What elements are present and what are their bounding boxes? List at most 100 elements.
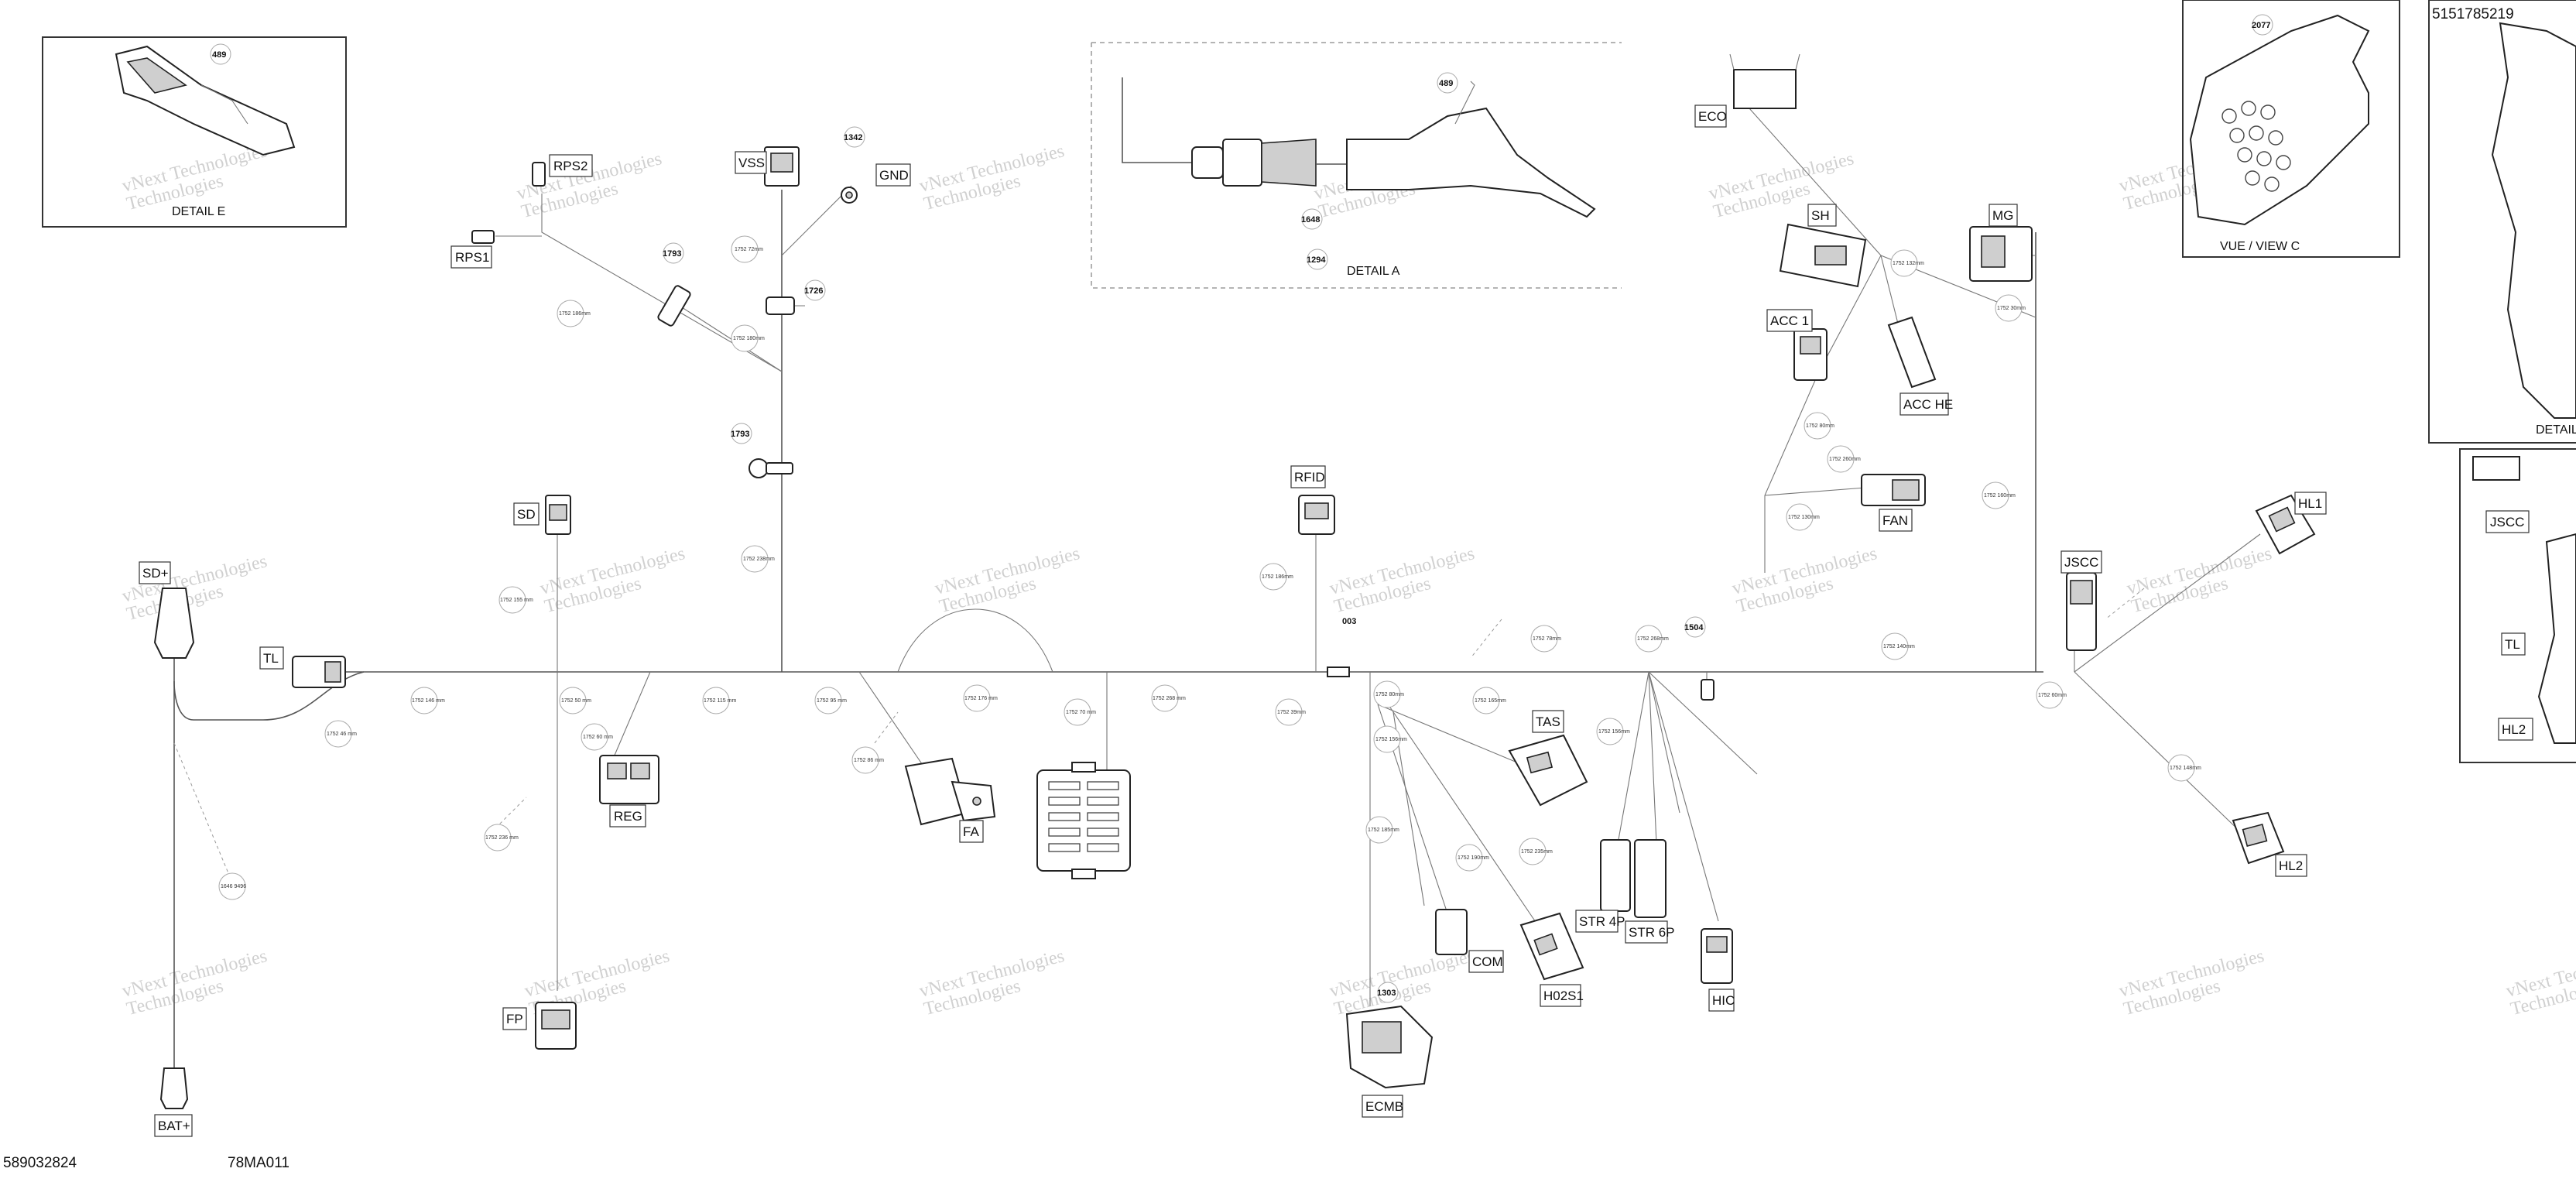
rps1-label: RPS1 (455, 250, 489, 265)
right-detail-shape (2491, 22, 2576, 419)
callout-489-e: 489 (212, 50, 226, 60)
watermark: vNext Technologies Technologies (1730, 543, 1879, 617)
hl2-branch-wire (2074, 671, 2245, 837)
acc1-label: ACC 1 (1770, 314, 1809, 328)
wire-spec: 1752 60 mm (581, 723, 613, 751)
detail-a-frame (1091, 42, 1622, 289)
connector-hic: HIC (1701, 928, 1735, 1012)
wire-spec-labels: 1752 186mm 1752 72mm 1752 180mm 1752 238… (218, 235, 2201, 900)
right-detail-panel: 5151785219 DETAIL JSCC TL HL2 (2428, 0, 2576, 763)
dimension-leaders (173, 588, 2145, 883)
svg-text:1752 72mm: 1752 72mm (735, 247, 763, 252)
svg-text:1752 39mm: 1752 39mm (1277, 710, 1306, 715)
watermark: vNext Technologies Technologies (2117, 946, 2266, 1019)
wire-spec: 1752 115 mm (702, 687, 736, 714)
hl2-right-label: HL2 (2502, 722, 2526, 737)
right-detail-jscc-shape (2472, 456, 2520, 481)
fa-branch-wire (858, 671, 930, 775)
sd-label: SD (517, 507, 536, 522)
svg-text:1752 86 mm: 1752 86 mm (854, 758, 884, 763)
svg-text:1752 160mm: 1752 160mm (1984, 493, 2016, 499)
ecm-arc-wire (897, 608, 1053, 673)
callout-2077: 2077 (2252, 21, 2270, 30)
wire-spec: 1752 235mm (1519, 838, 1553, 865)
sensor-1726: 1726 (766, 279, 826, 315)
jscc-label: JSCC (2064, 555, 2098, 570)
wire-spec: 1752 30mm (1995, 294, 2026, 322)
svg-text:1752 156mm: 1752 156mm (1598, 729, 1630, 735)
wire-spec: 1752 60mm (2036, 681, 2067, 709)
wire-spec: 1752 39mm (1275, 698, 1306, 726)
tas-label: TAS (1536, 714, 1560, 729)
connector-sd: SD (513, 495, 571, 535)
part-number-right: 5151785219 (2432, 6, 2514, 22)
svg-text:1752 190mm: 1752 190mm (1458, 855, 1489, 861)
svg-text:1752 235mm: 1752 235mm (1521, 849, 1553, 855)
watermark: vNext Technologies Technologies (538, 543, 687, 617)
wire-spec: 1752 80mm (1804, 412, 1834, 440)
gnd-label: GND (879, 168, 909, 183)
svg-text:1752 30mm: 1752 30mm (1997, 306, 2026, 311)
jscc-right-label: JSCC (2490, 515, 2524, 529)
wire-spec: 1752 236 mm (484, 824, 519, 851)
rfid-label: RFID (1294, 470, 1325, 485)
view-c-wire-bundle (2221, 101, 2291, 192)
connector-rps2: RPS2 (532, 154, 593, 187)
connector-str6p: STR 6P (1625, 839, 1675, 944)
connector-ecmb: 1303 ECMB (1345, 982, 1434, 1118)
wire-spec: 1646 9496 (218, 872, 246, 900)
reg-label: REG (614, 809, 642, 824)
connector-jscc: JSCC (2060, 550, 2102, 651)
svg-text:1752 130mm: 1752 130mm (1788, 515, 1820, 520)
wire-spec: 1752 155 mm (498, 586, 533, 614)
com-label: COM (1472, 954, 1503, 969)
str6p-label: STR 6P (1629, 925, 1675, 940)
wire-spec: 1752 130mm (1786, 503, 1820, 531)
wire-spec: 1752 78mm (1530, 625, 1561, 653)
watermark: vNext Technologies Technologies (120, 946, 269, 1019)
detail-e-panel: 489 DETAIL E (42, 36, 347, 228)
str4p-branch-wire (1617, 671, 1649, 845)
h02s1-label: H02S1 (1543, 989, 1584, 1003)
wire-spec: 1752 176 mm (963, 684, 998, 712)
mg-label: MG (1992, 208, 2013, 223)
watermark: vNext Technologies Technologies (120, 141, 269, 214)
svg-text:1752 268mm: 1752 268mm (1637, 636, 1669, 642)
svg-text:1752 165mm: 1752 165mm (1475, 698, 1506, 704)
svg-text:1752 148mm: 1752 148mm (2170, 766, 2201, 771)
svg-text:1752 80mm: 1752 80mm (1806, 423, 1834, 429)
bat-plus-label: BAT+ (158, 1119, 190, 1133)
view-c-panel: 2077 VUE / VIEW C (2182, 0, 2400, 258)
tl-right-label: TL (2505, 637, 2520, 652)
rps2-label: RPS2 (553, 159, 587, 173)
sd-plus-label: SD+ (142, 566, 169, 581)
wire-spec: 1752 86 mm (851, 746, 884, 774)
svg-text:1752 78mm: 1752 78mm (1533, 636, 1561, 642)
fan-branch-wire (1764, 487, 1866, 496)
detail-a-title: DETAIL A (1347, 265, 1400, 278)
svg-text:1752 140mm: 1752 140mm (1883, 644, 1915, 649)
wire-spec: 1752 185mm (1365, 816, 1399, 844)
wire-spec: 1752 180mm (731, 324, 765, 352)
watermark: vNext Technologies Technologies (2125, 543, 2273, 617)
detail-a-seal (1222, 139, 1262, 187)
wire-spec: 1752 95 mm (814, 687, 847, 714)
connector-hl2: HL2 (2232, 811, 2307, 877)
svg-text:1752 60mm: 1752 60mm (2038, 693, 2067, 698)
part-number-left: 589032824 (3, 1155, 77, 1171)
svg-text:1752 238mm: 1752 238mm (743, 557, 775, 562)
watermark: vNext Technologies Technologies (2504, 946, 2576, 1019)
svg-text:1752 46 mm: 1752 46 mm (327, 732, 357, 737)
hic-label: HIC (1712, 993, 1735, 1008)
wire-spec: 1752 238mm (741, 545, 775, 573)
drawing-footer: 589032824 78MA011 (3, 1155, 289, 1171)
detail-a-panel: 489 1648 1294 DETAIL A (1091, 42, 1622, 289)
wire-spec: 1752 190mm (1455, 844, 1489, 872)
drawing-code: 78MA011 (228, 1155, 289, 1171)
watermark: vNext Technologies Technologies (917, 946, 1066, 1019)
right-detail-title: DETAIL (2536, 423, 2576, 437)
fan-label: FAN (1882, 513, 1908, 528)
hl2-label: HL2 (2279, 858, 2303, 873)
svg-text:1752 60 mm: 1752 60 mm (583, 735, 613, 740)
